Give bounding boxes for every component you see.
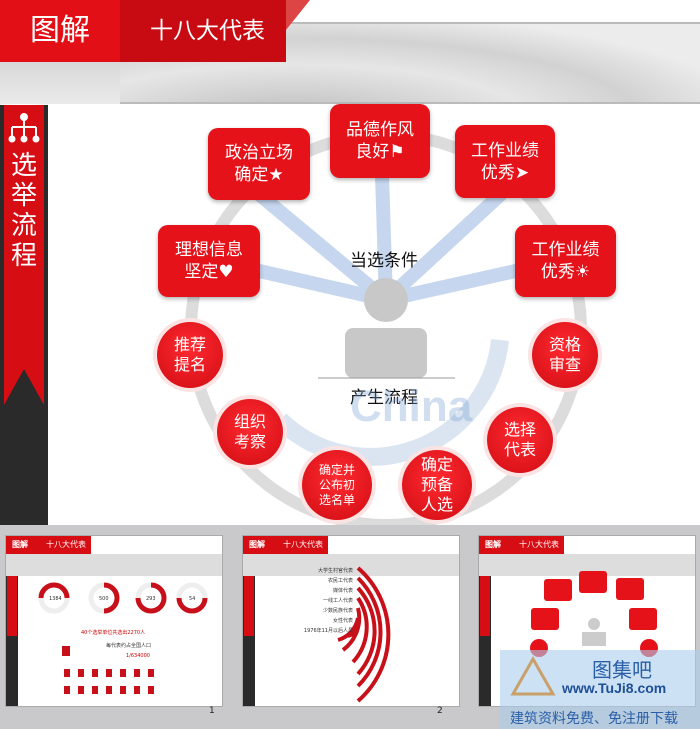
thumb-ratio: 1/634000 (126, 653, 150, 659)
flag-icon: ⚑ (389, 142, 405, 162)
slide-thumbnail-1[interactable]: 图解十八大代表 1384 500 293 54 40个选举单位共选出2270人 … (5, 535, 223, 707)
header-texture-left (0, 62, 120, 104)
thumb-gauges (38, 582, 208, 694)
thumb-label: 媒体代表 (332, 588, 353, 594)
tuji8-name: 图集吧 (592, 658, 652, 682)
sidebar-ribbon: 选举流程 (4, 105, 44, 405)
tuji8-logo-icon (510, 655, 556, 696)
thumb-summary: 40个选举单位共选出2270人 (81, 630, 146, 636)
tuji8-slogan: 建筑资料免费、免注册下载 (510, 711, 678, 727)
thumb-title: 十八大代表 (46, 540, 86, 549)
sun-icon: ☀ (574, 262, 591, 282)
thumb-label: 一线工人代表 (322, 598, 353, 604)
condition-line1: 工作业绩 (531, 240, 600, 260)
slide-number-1: 1 (209, 706, 215, 716)
thumb-header: 图解 十八大代表 (479, 536, 564, 554)
thumb-note: 每代表约占全国人口 (106, 643, 152, 649)
tuji8-watermark: 图集吧 www.TuJi8.com 建筑资料免费、免注册下载 (500, 650, 700, 729)
thumb-texture (243, 554, 459, 576)
slide-number-2: 2 (437, 706, 443, 716)
condition-line1: 品德作风 (346, 120, 414, 140)
star-icon: ★ (268, 165, 284, 185)
step-confirm-reserve: 确定 预备 人选 (402, 450, 472, 520)
china-watermark: China (350, 382, 473, 431)
thumb-sidebar (479, 576, 491, 706)
condition-line2: 良好 (355, 142, 390, 162)
thumb-ribbon (244, 576, 254, 636)
person-icon (345, 278, 427, 378)
thumb-label-list: 大学生村官代表 农民工代表 媒体代表 一线工人代表 少数民族代表 女性代表 19… (304, 566, 353, 636)
thumb-texture (6, 554, 222, 576)
thumb-tag: 图解 (485, 540, 501, 549)
thumb-sidebar (243, 576, 255, 706)
step-elect: 选择 代表 (487, 407, 553, 473)
org-chart-icon (8, 113, 40, 143)
header-tag: 图解 (0, 0, 120, 62)
thumb-stat: 293 (146, 596, 156, 602)
step-announce-candidates: 确定并 公布初 选名单 (302, 450, 372, 520)
slide-main: 图解 十八大代表 选举流程 当选条件 产生流程 China 政治立场确定★ 品德… (0, 0, 700, 525)
paper-plane-icon: ➤ (514, 162, 530, 183)
process-center-label: 产生流程 (350, 388, 418, 408)
slide-thumbnail-2[interactable]: 图解 十八大代表 大学生村官代表 农民工代表 媒体代表 一线工人代表 少数民族代表… (242, 535, 460, 707)
thumb-tag: 图解 (249, 540, 265, 549)
thumb-label: 农民工代表 (327, 578, 353, 584)
thumb-header: 图解 十八大代表 (6, 536, 91, 554)
thumb-label: 少数民族代表 (322, 608, 353, 614)
thumb-tag: 图解 (12, 540, 28, 549)
thumb-sidebar (6, 576, 18, 706)
step-qualification-review: 资格 审查 (532, 322, 598, 388)
condition-work-performance: 工作业绩优秀➤ (455, 125, 555, 198)
thumb-label: 女性代表 (332, 618, 353, 624)
thumb-texture (479, 554, 695, 576)
thumb-stat: 500 (99, 596, 109, 602)
condition-moral-character: 品德作风良好⚑ (330, 104, 430, 178)
thumb-label: 大学生村官代表 (317, 568, 353, 574)
condition-line1: 工作业绩 (471, 140, 539, 161)
conditions-center-label: 当选条件 (350, 251, 418, 271)
sidebar-title: 选举流程 (10, 151, 37, 271)
thumb-label: 1976年11月以后人员 (303, 628, 353, 634)
step-nominate: 推荐 提名 (157, 322, 223, 388)
thumb-title: 十八大代表 (519, 540, 559, 549)
thumb-diagram (530, 571, 658, 657)
thumb-header: 图解 十八大代表 (243, 536, 328, 554)
header-corner (286, 0, 310, 30)
thumb-ribbon (480, 576, 490, 636)
tuji8-url: www.TuJi8.com (562, 680, 667, 696)
condition-line1: 理想信息 (175, 240, 243, 260)
condition-work-performance-2: 工作业绩优秀☀ (515, 225, 616, 297)
condition-line1: 政治立场 (225, 143, 293, 163)
heart-icon: ♥ (218, 262, 234, 282)
thumb-arcs (337, 566, 391, 703)
header-title: 十八大代表 (120, 0, 286, 62)
thumb-ribbon (7, 576, 17, 636)
step-inspect: 组织 考察 (217, 399, 283, 465)
condition-line2: 优秀 (540, 262, 575, 282)
sidebar: 选举流程 (0, 105, 48, 525)
condition-line2: 优秀 (480, 162, 515, 183)
thumb-stat: 1384 (49, 596, 62, 602)
thumb-title: 十八大代表 (283, 540, 323, 549)
thumb-stat: 54 (189, 596, 196, 602)
condition-political-stance: 政治立场确定★ (208, 128, 310, 200)
condition-line2: 确定 (234, 165, 269, 185)
condition-line2: 坚定 (184, 262, 219, 282)
condition-ideals-belief: 理想信息坚定♥ (158, 225, 260, 297)
